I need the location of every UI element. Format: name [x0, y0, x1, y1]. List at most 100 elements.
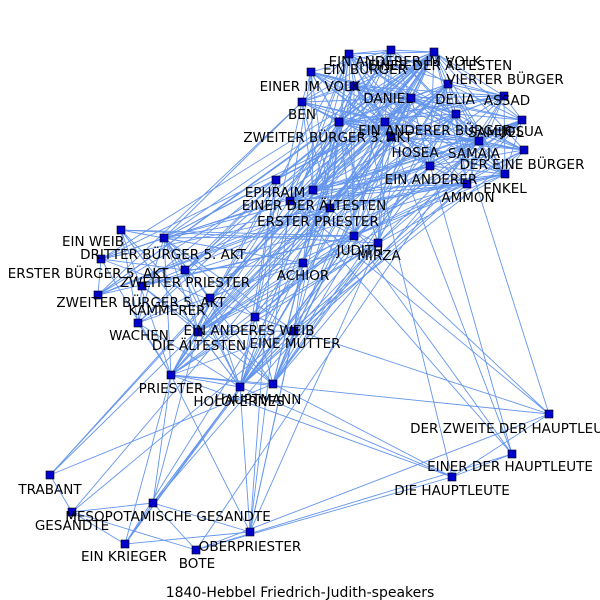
graph-node[interactable] — [429, 47, 439, 57]
graph-node[interactable] — [133, 318, 143, 328]
graph-node[interactable] — [159, 233, 169, 243]
graph-node[interactable] — [462, 179, 472, 189]
graph-edge — [97, 258, 102, 296]
graph-node[interactable] — [205, 293, 215, 303]
graph-edge — [504, 119, 523, 175]
node-label: EIN ANDERER BÜRGER — [358, 121, 512, 139]
graph-node[interactable] — [499, 91, 509, 101]
graph-edge — [338, 97, 412, 123]
graph-node[interactable] — [447, 472, 457, 482]
graph-node[interactable] — [289, 326, 299, 336]
graph-node[interactable] — [517, 115, 527, 125]
node-label: ENKEL — [483, 181, 527, 197]
graph-edge — [272, 383, 453, 478]
graph-node[interactable] — [116, 225, 126, 235]
graph-node[interactable] — [474, 136, 484, 146]
graph-edge — [239, 121, 340, 388]
graph-edge — [170, 207, 331, 376]
graph-node[interactable] — [271, 175, 281, 185]
graph-node[interactable] — [166, 370, 176, 380]
graph-edge — [329, 121, 340, 209]
graph-node[interactable] — [386, 45, 396, 55]
graph-node[interactable] — [67, 507, 77, 517]
graph-edge — [289, 183, 468, 202]
graph-edge — [447, 83, 480, 142]
graph-edge — [170, 53, 350, 376]
graph-node[interactable] — [544, 409, 554, 419]
graph-edge — [312, 119, 523, 191]
node-label: EINER DER ÄLTESTEN — [368, 56, 513, 74]
graph-node[interactable] — [45, 470, 55, 480]
graph-edge — [124, 531, 251, 545]
graph-node[interactable] — [268, 379, 278, 389]
graph-edge — [384, 121, 468, 185]
graph-node[interactable] — [334, 117, 344, 127]
graph-edge — [120, 229, 165, 239]
graph-node[interactable] — [93, 290, 103, 300]
graph-edge — [390, 136, 480, 142]
graph-node[interactable] — [425, 161, 435, 171]
graph-edge — [197, 121, 386, 333]
graph-edge — [410, 97, 523, 121]
graph-node[interactable] — [96, 254, 106, 264]
graph-edge — [97, 207, 331, 296]
graph-node[interactable] — [285, 196, 295, 206]
graph-node[interactable] — [451, 109, 461, 119]
graph-edge — [170, 331, 199, 376]
graph-edge — [195, 413, 550, 551]
graph-node[interactable] — [519, 145, 529, 155]
graph-node[interactable] — [344, 49, 354, 59]
graph-edge — [289, 200, 513, 455]
graph-node[interactable] — [349, 231, 359, 241]
graph-node[interactable] — [373, 238, 383, 248]
graph-node[interactable] — [191, 545, 201, 555]
node-layer — [45, 45, 554, 555]
graph-edge — [410, 95, 505, 99]
graph-edge — [272, 330, 295, 385]
graph-edge — [137, 322, 241, 388]
graph-node[interactable] — [193, 327, 203, 337]
graph-edge — [301, 71, 312, 103]
graph-node[interactable] — [386, 132, 396, 142]
graph-edge — [137, 262, 304, 324]
graph-edge — [329, 207, 550, 415]
graph-node[interactable] — [500, 169, 510, 179]
graph-node[interactable] — [250, 312, 260, 322]
graph-edge — [184, 269, 199, 333]
node-label: PRIESTER — [139, 381, 204, 397]
graph-edge — [239, 316, 256, 388]
graph-node[interactable] — [306, 67, 316, 77]
graph-edge — [353, 183, 468, 237]
node-label: GESANDTE — [35, 518, 109, 534]
graph-node[interactable] — [297, 97, 307, 107]
graph-node[interactable] — [137, 281, 147, 291]
graph-edge — [390, 95, 505, 138]
graph-edge — [289, 200, 355, 237]
graph-node[interactable] — [120, 539, 130, 549]
graph-node[interactable] — [325, 203, 335, 213]
graph-node[interactable] — [380, 117, 390, 127]
graph-edge — [338, 113, 457, 123]
node-label: ERSTER PRIESTER — [257, 214, 379, 230]
graph-node[interactable] — [308, 185, 318, 195]
graph-node[interactable] — [507, 449, 517, 459]
graph-node[interactable] — [406, 93, 416, 103]
graph-node[interactable] — [443, 79, 453, 89]
node-label: SAMAJA — [448, 146, 501, 162]
node-label: MIRZA — [357, 248, 401, 264]
graph-edge — [163, 235, 355, 239]
graph-edge — [249, 200, 291, 533]
graph-edge — [239, 183, 468, 388]
graph-node[interactable] — [349, 81, 359, 91]
graph-node[interactable] — [148, 498, 158, 508]
graph-node[interactable] — [180, 265, 190, 275]
graph-node[interactable] — [298, 258, 308, 268]
graph-edge — [329, 113, 457, 209]
node-label: MESOPOTAMISCHE GESANDTE — [65, 509, 271, 525]
graph-edge — [120, 229, 139, 324]
graph-node[interactable] — [245, 527, 255, 537]
graph-edge — [289, 51, 435, 202]
graph-edge — [289, 173, 506, 202]
graph-edge — [254, 316, 550, 415]
graph-node[interactable] — [235, 382, 245, 392]
